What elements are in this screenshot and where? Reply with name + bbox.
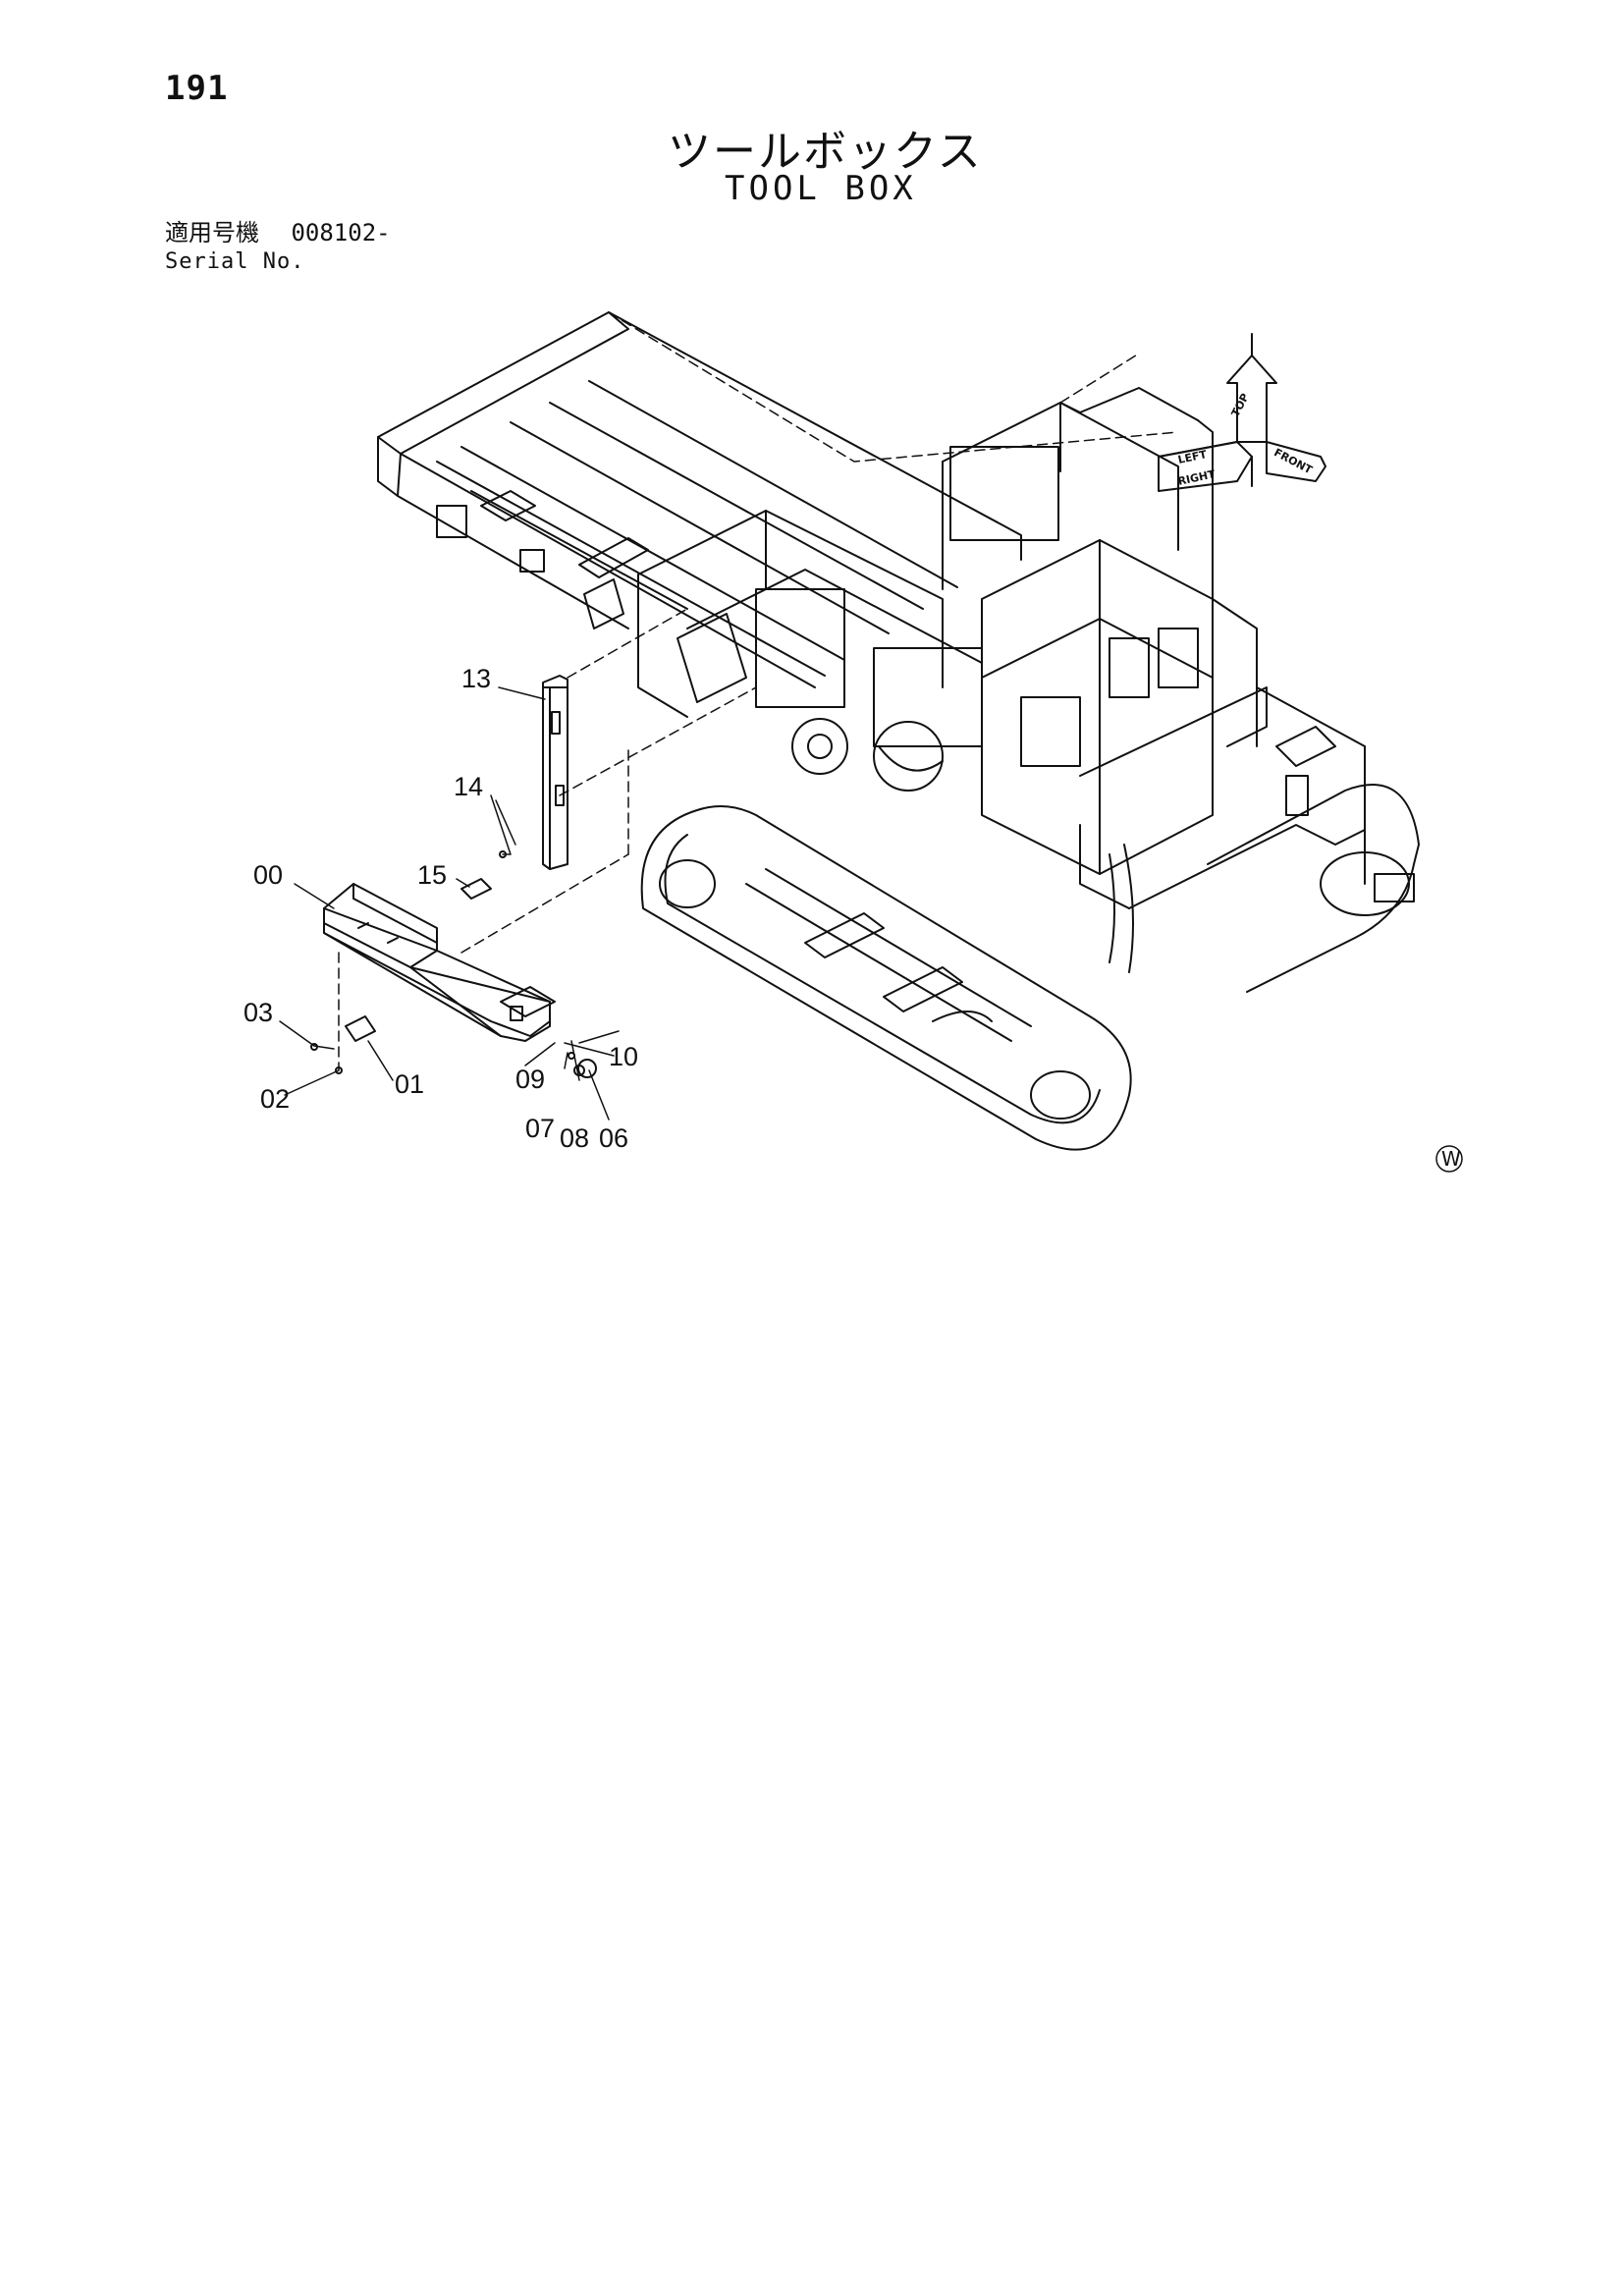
crawler-track (640, 805, 1132, 1151)
title-english: TOOL BOX (725, 169, 917, 208)
callout-14: 14 (454, 772, 483, 801)
fasteners (310, 850, 597, 1078)
callout-09: 09 (515, 1065, 545, 1094)
orientation-indicator (1158, 333, 1326, 492)
callout-13: 13 (461, 664, 491, 693)
callout-01: 01 (395, 1069, 424, 1099)
serial-label-japanese: 適用号機 (165, 219, 259, 246)
assembly-lines (338, 311, 1179, 1071)
callout-02: 02 (260, 1084, 290, 1114)
orientation-label-front: FRONT (1271, 446, 1315, 476)
serial-label-english: Serial No. (165, 249, 305, 274)
bracket-part-15 (460, 878, 492, 900)
callout-10: 10 (609, 1042, 638, 1071)
leader-lines (279, 686, 620, 1121)
corner-w-mark: W (1435, 1145, 1463, 1173)
serial-value: 008102- (291, 219, 391, 246)
page-number: 191 (165, 69, 229, 108)
tool-holder (542, 675, 568, 870)
corner-w-letter: W (1441, 1147, 1461, 1171)
tool-box (323, 883, 556, 1042)
serial-row: 適用号機 008102- (165, 218, 408, 247)
callout-03: 03 (243, 998, 273, 1027)
callout-08: 08 (560, 1123, 589, 1153)
callout-06: 06 (599, 1123, 628, 1153)
serial-number-block: 適用号機 008102- Serial No. (165, 218, 408, 277)
machine-frame (377, 311, 1420, 993)
callout-15: 15 (417, 860, 447, 890)
orientation-label-top: TOP (1229, 391, 1252, 418)
callout-00: 00 (253, 860, 283, 890)
callout-07: 07 (525, 1114, 555, 1143)
orientation-label-left: LEFT (1177, 448, 1209, 466)
title-japanese: ツールボックス (668, 127, 983, 177)
